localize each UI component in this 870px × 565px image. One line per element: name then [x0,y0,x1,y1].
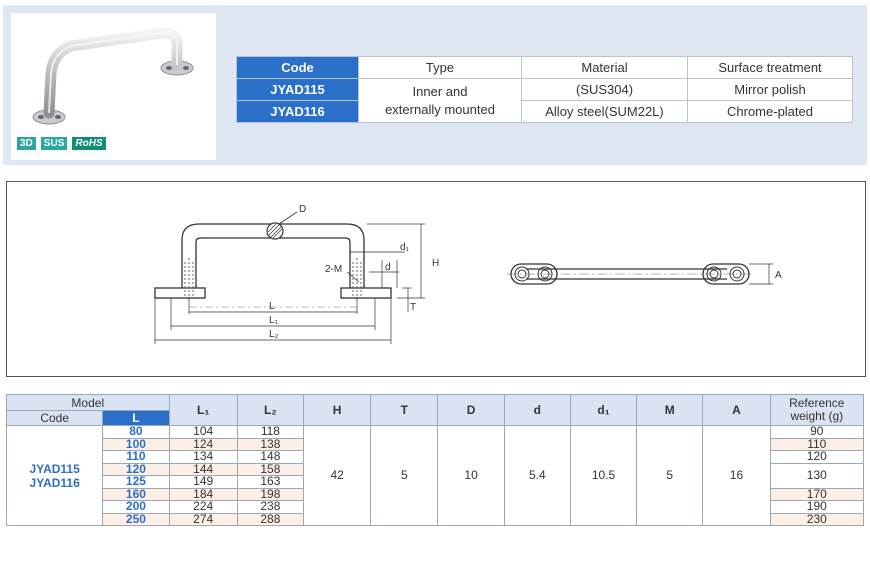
dim-header-l1: L₁ [168,394,238,426]
certification-badges: 3D SUS RoHS [17,137,106,150]
dim-header-row: Code L [5,410,864,426]
label-L1: L₁ [269,315,279,326]
dim-header-row: Model L₁ L₂ H T D d d₁ M A Reference wei… [6,394,865,426]
label-d: d [385,262,391,273]
dim-l: 100 [102,437,170,451]
dim-row: 250 274 288 230 [7,512,865,526]
dim-weight: 130 [769,462,865,489]
spec-surface: Chrome-plated [687,100,853,123]
spec-table: Code Type Material Surface treatment JYA… [236,56,853,123]
label-D: D [299,204,306,215]
label-L: L [269,301,275,312]
dim-header-weight: Reference weight (g) [769,394,865,426]
label-2M: 2-M [325,264,342,275]
product-photo [11,13,216,160]
spec-material: Alloy steel(SUM22L) [521,100,688,123]
dim-code: JYAD115 [29,461,80,476]
spec-header-type: Type [358,56,522,79]
dim-weight: 90 [769,425,865,439]
technical-drawing-panel: D d₁ H 2-M d L L₁ L₂ T A [6,181,866,377]
spec-header-material: Material [521,56,688,79]
dim-header-weight-line2: weight (g) [790,409,844,423]
dim-header-h: H [302,394,372,426]
label-A: A [775,270,782,281]
label-T: T [410,302,416,313]
dim-header-t: T [370,394,439,426]
label-d1: d₁ [400,242,410,253]
dim-weight: 230 [769,512,865,526]
dim-header-model: Model [6,394,170,411]
technical-drawing: D d₁ H 2-M d L L₁ L₂ T A [154,204,782,344]
spec-header-code: Code [236,56,359,79]
spec-row: JYAD115 Inner and externally mounted (SU… [236,78,853,123]
dim-row: 125 149 163 [7,475,864,489]
spec-type-line1: Inner and [412,83,468,99]
spec-header-surface: Surface treatment [687,56,853,79]
dim-header-d-small: d [503,394,571,426]
dim-header-l2: L₂ [236,394,305,426]
dim-h: 42 [302,425,372,526]
spec-type-line2: externally mounted [385,101,495,117]
dim-l2: 288 [236,512,305,526]
dim-l: 250 [102,512,170,526]
dim-row: 110 134 148 120 [7,450,865,464]
dim-row: JYAD115 JYAD116 80 104 118 42 5 10 5.4 1… [5,425,865,526]
handle-photo-image [32,27,194,125]
dim-d1: 10.5 [569,425,638,526]
dim-l2: 163 [236,475,305,489]
dim-l1: 124 [168,437,238,451]
label-L2: L₂ [269,329,279,340]
dim-row: 100 124 138 110 [7,437,865,451]
spec-code: JYAD115 [236,78,359,101]
dim-row: 200 224 238 190 [7,500,865,514]
dim-l1: 274 [168,512,238,526]
dim-code-cell: JYAD115 JYAD116 [5,425,104,526]
dim-t: 5 [370,425,439,526]
spec-header-row: Code Type Material Surface treatment [236,56,853,79]
dim-row: 160 184 198 170 [7,487,865,501]
dim-weight: 170 [769,487,865,501]
badge-sus: SUS [40,137,68,150]
badge-rohs: RoHS [72,137,106,150]
dim-row: 120 144 158 130 [7,462,865,489]
dim-a: 16 [702,425,771,526]
dim-header-l: L [102,410,170,426]
dim-header-a: A [702,394,771,426]
dim-d: 10 [437,425,505,526]
dim-d-small: 5.4 [503,425,571,526]
dim-weight: 120 [769,450,865,464]
dim-l1: 184 [168,487,238,501]
badge-3d: 3D [17,137,36,150]
spec-type: Inner and externally mounted [358,78,522,123]
dimension-table: Model L₁ L₂ H T D d d₁ M A Reference wei… [5,394,865,526]
spec-material: (SUS304) [521,78,688,101]
product-header-panel: 3D SUS RoHS Code Type Material Surface t… [3,5,867,165]
dim-header-d1: d₁ [569,394,638,426]
dim-header-m: M [636,394,704,426]
dim-header-weight-line1: Reference [789,396,845,410]
spec-row: JYAD116 Alloy steel(SUM22L) Chrome-plate… [236,100,853,123]
dim-header-d: D [437,394,505,426]
dim-header-code: Code [5,410,104,426]
spec-surface: Mirror polish [687,78,853,101]
dim-m: 5 [636,425,704,526]
dim-code: JYAD116 [29,475,80,490]
dim-l: 160 [102,487,170,501]
dim-weight: 110 [769,437,865,451]
label-H: H [432,258,439,269]
spec-code: JYAD116 [236,100,359,123]
